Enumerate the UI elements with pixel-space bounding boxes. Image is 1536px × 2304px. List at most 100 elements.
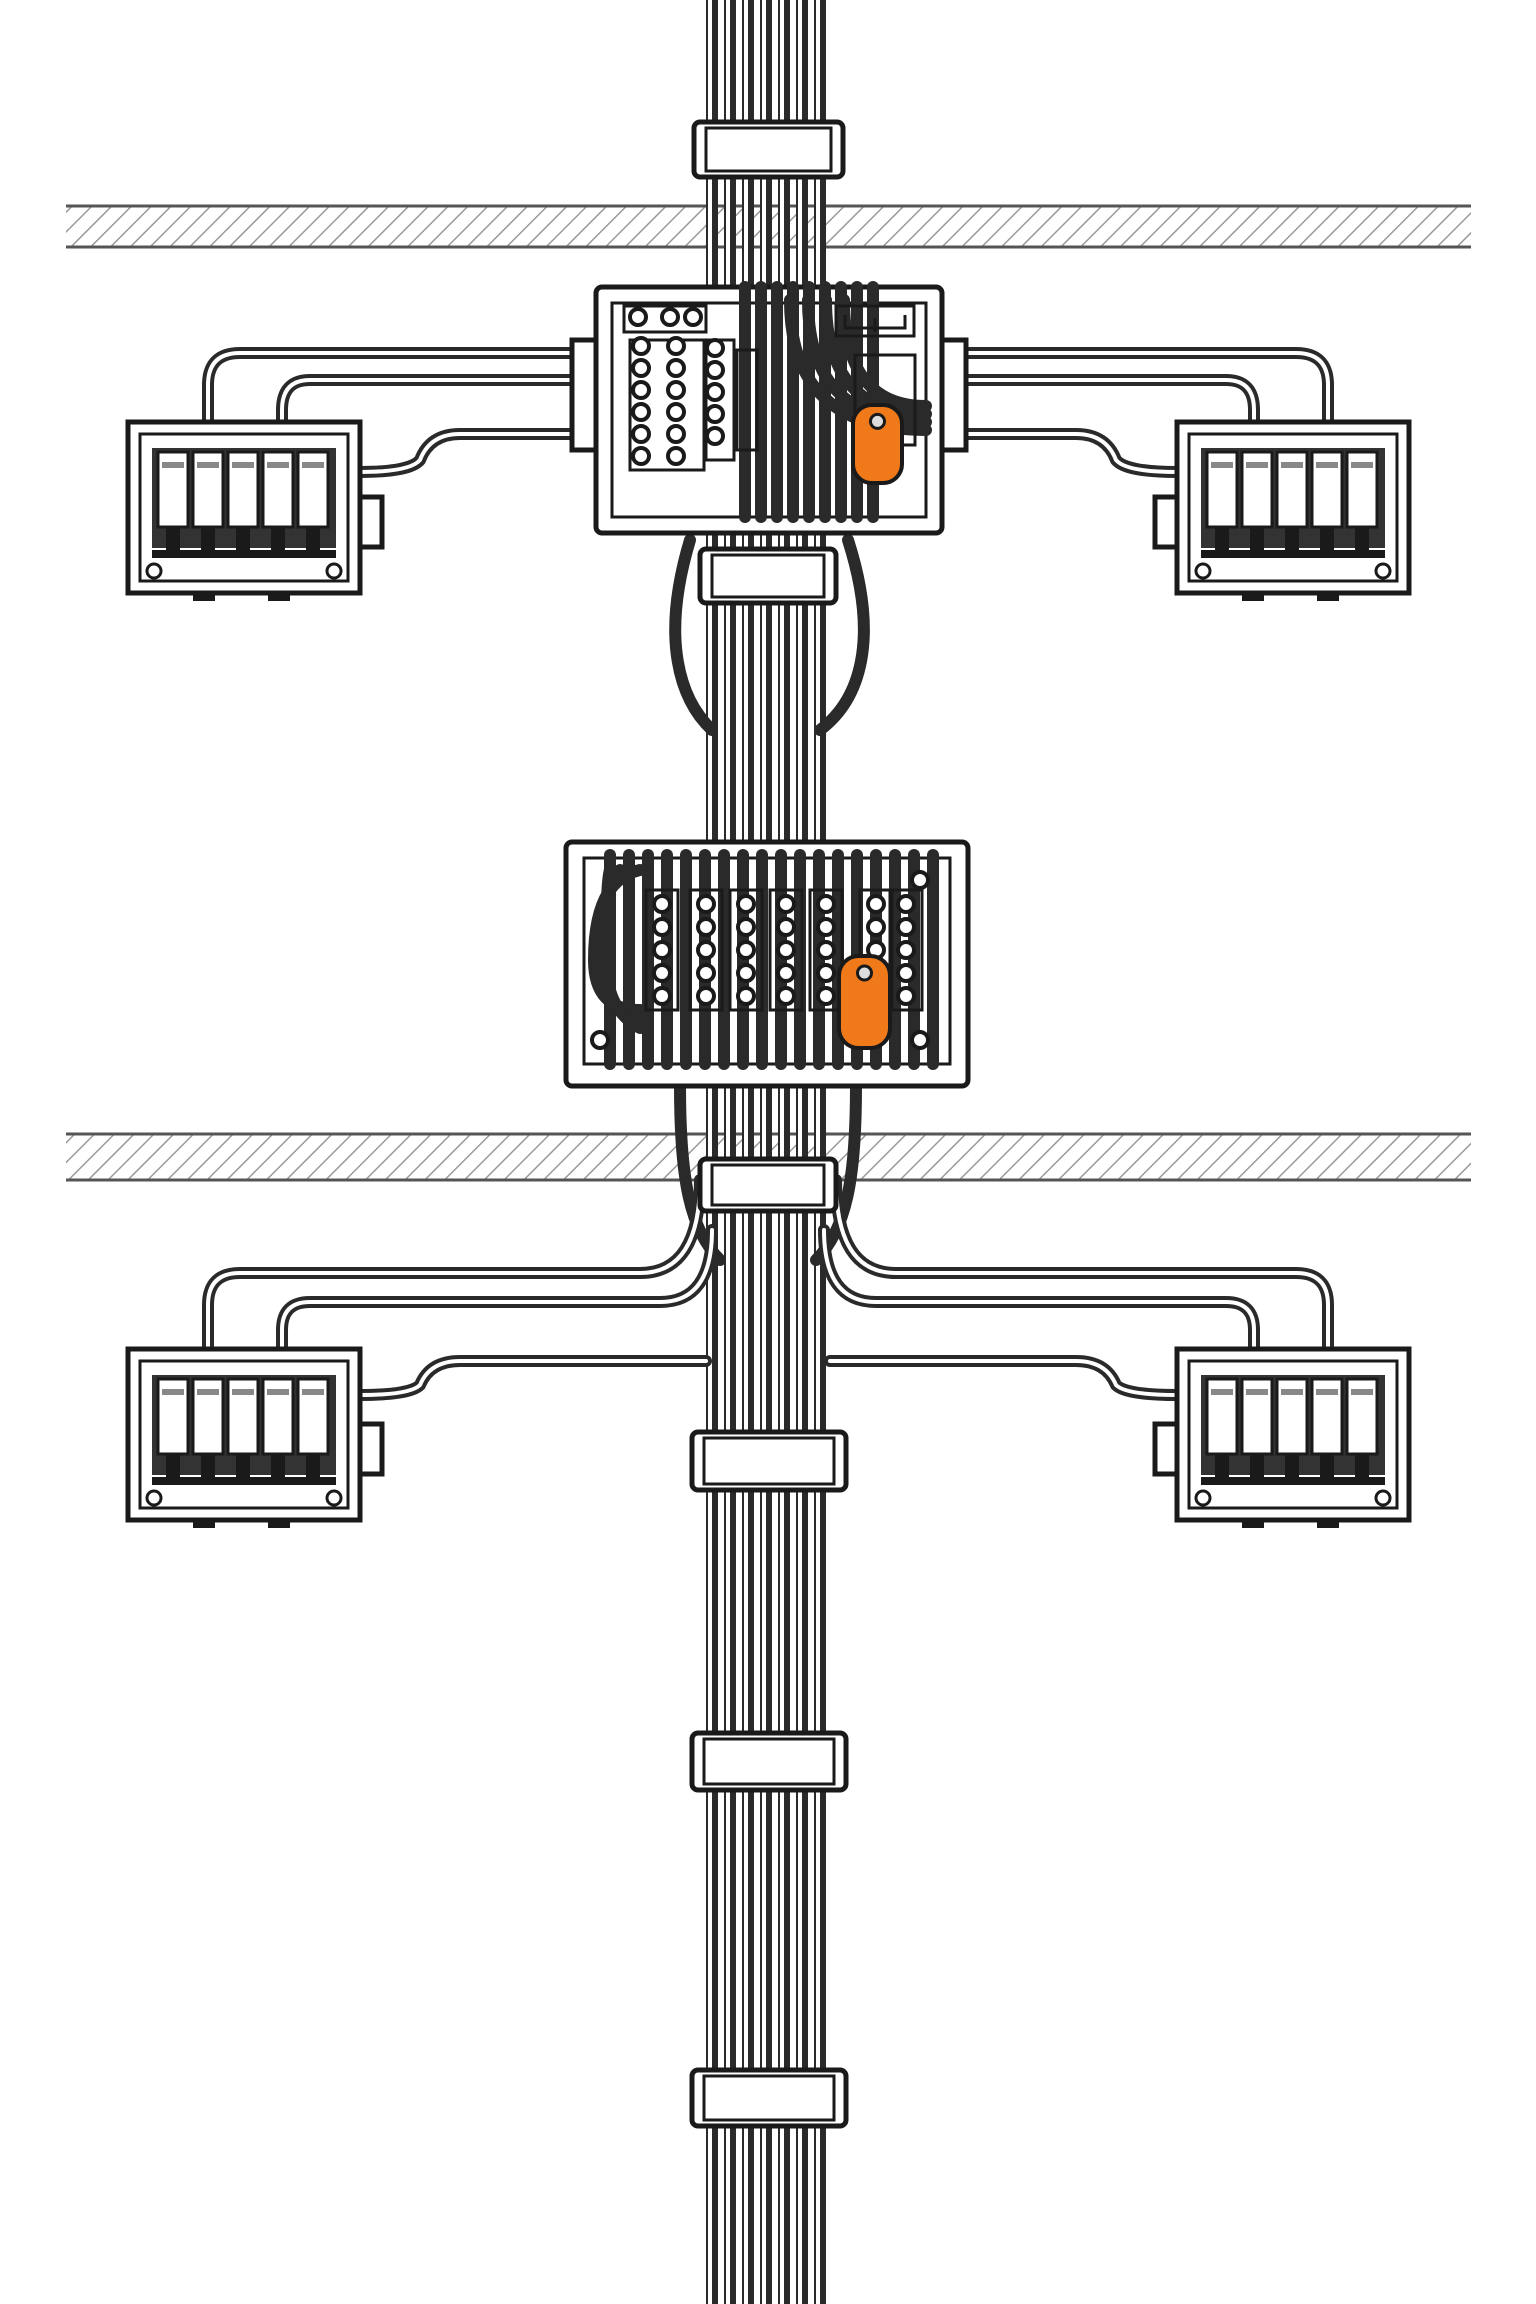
terminal-screw: [816, 963, 836, 983]
breaker-module[interactable]: [1275, 1377, 1309, 1482]
terminal-screw: [696, 894, 716, 914]
terminal-screw: [652, 940, 672, 960]
junction-boxes: [563, 281, 971, 1089]
breaker-module[interactable]: [156, 1377, 190, 1482]
terminal-screw: [896, 986, 916, 1006]
breaker-module[interactable]: [191, 1377, 225, 1482]
terminal-screw: [705, 360, 725, 380]
terminal-screw: [736, 940, 756, 960]
terminal-screw: [705, 426, 725, 446]
branch-wire: [276, 1224, 718, 1362]
branch-wire: [936, 428, 1183, 478]
terminal-screw: [696, 940, 716, 960]
breaker-module[interactable]: [1345, 450, 1379, 555]
breaker-module[interactable]: [1275, 450, 1309, 555]
terminal-block: [768, 888, 804, 1012]
loop-cable: [814, 534, 870, 736]
breaker-module[interactable]: [1205, 450, 1239, 555]
branch-wire-highlight: [940, 378, 1256, 432]
terminal-screw: [666, 424, 686, 444]
terminal-screw: [683, 307, 703, 327]
breaker-module[interactable]: [1345, 1377, 1379, 1482]
terminal-screw: [631, 358, 651, 378]
terminal-screw: [631, 446, 651, 466]
terminal-screw: [896, 963, 916, 983]
branch-wire: [818, 1224, 1260, 1362]
breaker-module[interactable]: [1205, 1377, 1239, 1482]
breaker-module[interactable]: [191, 450, 225, 555]
terminal-screw: [896, 917, 916, 937]
branch-wire-highlight: [280, 378, 598, 432]
terminal-screw: [696, 917, 716, 937]
breaker-panel-lower-right: [1152, 1346, 1412, 1528]
breaker-module[interactable]: [156, 450, 190, 555]
terminal-screw: [631, 336, 651, 356]
terminal-screw: [696, 963, 716, 983]
cable-clamp-icon: [689, 1429, 849, 1493]
branch-wire-highlight: [358, 432, 598, 474]
breaker-module[interactable]: [296, 1377, 330, 1482]
internal-wire: [599, 864, 646, 1034]
breaker-module[interactable]: [1310, 450, 1344, 555]
breaker-panel-upper-right: [1152, 419, 1412, 601]
terminal-screw: [652, 917, 672, 937]
breaker-module[interactable]: [1240, 450, 1274, 555]
terminal-screw: [896, 894, 916, 914]
terminal-screw: [866, 917, 886, 937]
terminal-screw: [910, 870, 930, 890]
breaker-module[interactable]: [1310, 1377, 1344, 1482]
branch-wire-highlight: [206, 351, 598, 432]
breaker-module[interactable]: [261, 1377, 295, 1482]
terminal-screw: [866, 894, 886, 914]
terminal-screw: [666, 358, 686, 378]
branch-wire-highlight: [358, 1359, 708, 1397]
terminal-block: [888, 888, 924, 1012]
terminal-screw: [736, 917, 756, 937]
terminal-screw: [816, 894, 836, 914]
loop-cable: [669, 534, 718, 736]
branch-wire-highlight: [206, 1178, 702, 1358]
branch-wire: [202, 347, 602, 436]
terminal-screw: [705, 382, 725, 402]
breaker-module[interactable]: [226, 450, 260, 555]
terminal-block: [688, 888, 724, 1012]
terminal-screw: [705, 404, 725, 424]
branch-wire: [354, 428, 602, 478]
branch-wire-highlight: [822, 1228, 1256, 1358]
cable-clamp-icon: [691, 119, 846, 180]
terminal-screw: [910, 1030, 930, 1050]
terminal-screw: [666, 336, 686, 356]
terminal-block: [808, 888, 844, 1012]
terminal-screw: [776, 963, 796, 983]
terminal-screw: [816, 940, 836, 960]
branch-wire: [936, 347, 1334, 436]
terminal-screw: [896, 940, 916, 960]
terminal-screw: [776, 986, 796, 1006]
cable-clamps: [689, 119, 849, 2129]
breaker-module[interactable]: [1240, 1377, 1274, 1482]
terminal-screw: [705, 338, 725, 358]
lockout-tag-icon: [837, 954, 892, 1050]
branch-wire-highlight: [280, 1228, 714, 1358]
junction-box-middle: [563, 839, 971, 1089]
terminal-screw: [736, 963, 756, 983]
breaker-panels: [125, 419, 1412, 1528]
lockout-tag-icon: [851, 403, 904, 485]
breaker-panel-lower-left: [125, 1346, 385, 1528]
breaker-module[interactable]: [296, 450, 330, 555]
breaker-module[interactable]: [226, 1377, 260, 1482]
terminal-screw: [736, 986, 756, 1006]
cable-clamp-icon: [697, 1156, 839, 1214]
terminal-screw: [652, 894, 672, 914]
terminal-screw: [696, 986, 716, 1006]
terminal-block: [728, 888, 764, 1012]
terminal-screw: [631, 380, 651, 400]
terminal-screw: [666, 380, 686, 400]
junction-box-upper: [569, 281, 969, 536]
branch-wires: [202, 347, 1334, 1401]
terminal-screw: [776, 940, 796, 960]
terminal-screw: [666, 446, 686, 466]
terminal-block: [644, 888, 680, 1012]
breaker-module[interactable]: [261, 450, 295, 555]
